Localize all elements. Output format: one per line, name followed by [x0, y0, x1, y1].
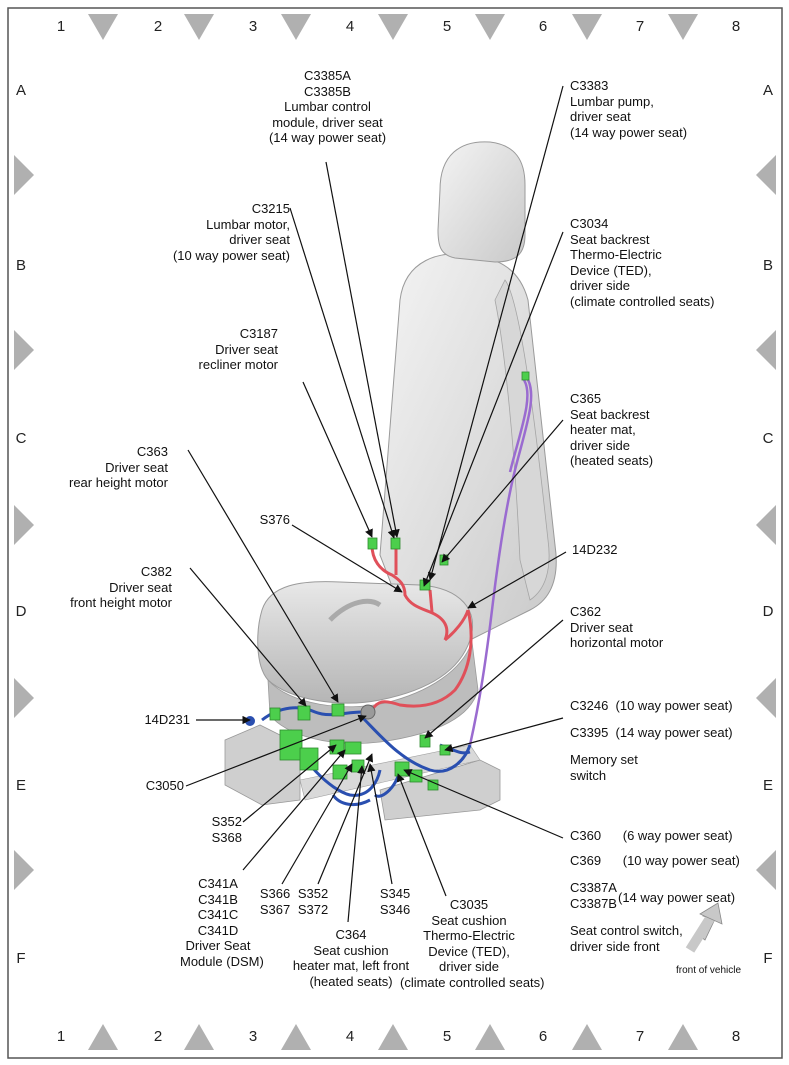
- label-c3387: C3387A C3387B: [570, 880, 617, 911]
- grid-col-bottom-8: 8: [731, 1028, 741, 1045]
- wire-harness-red: [370, 544, 473, 711]
- grid-row-right-e: E: [762, 777, 773, 794]
- grid-col-top-7: 7: [635, 18, 645, 35]
- grid-col-bottom-4: 4: [345, 1028, 355, 1045]
- top-grid-markers: [88, 14, 698, 40]
- label-s352-s368: S352 S368: [211, 814, 242, 845]
- label-c341-dsm: C341A C341B C341C C341D Driver Seat Modu…: [180, 876, 264, 969]
- connectors: [269, 371, 530, 791]
- grid-row-left-d: D: [15, 603, 27, 620]
- frame-border: [7, 7, 783, 1059]
- grid-col-bottom-2: 2: [153, 1028, 163, 1045]
- label-front-of-vehicle: front of vehicle: [676, 965, 742, 976]
- label-seat-control-switch: Seat control switch, driver side front: [570, 923, 683, 954]
- grid-col-top-2: 2: [153, 18, 163, 35]
- label-memory-set-switch: Memory set switch: [570, 752, 638, 783]
- left-grid-markers: [14, 155, 34, 890]
- grid-col-top-4: 4: [345, 18, 355, 35]
- bottom-grid-markers: [88, 1024, 698, 1050]
- grid-col-top-1: 1: [56, 18, 66, 35]
- connector-14d231: [245, 716, 255, 726]
- label-c369: C369 (10 way power seat): [570, 853, 740, 868]
- label-c3246: C3246 (10 way power seat): [570, 698, 733, 713]
- seat-headrest: [437, 141, 526, 263]
- grid-col-bottom-5: 5: [442, 1028, 452, 1045]
- label-c382: C382 Driver seat front height motor: [70, 564, 172, 610]
- grid-row-right-d: D: [762, 603, 774, 620]
- label-s366-s367: S366 S367: [259, 886, 291, 917]
- grid-col-bottom-3: 3: [248, 1028, 258, 1045]
- label-14d232: 14D232: [572, 542, 618, 557]
- label-c3035: C3035 Seat cushion Thermo-Electric Devic…: [400, 897, 545, 990]
- leader-lines: [185, 85, 567, 923]
- grid-row-left-c: C: [15, 430, 27, 447]
- grid-col-bottom-1: 1: [56, 1028, 66, 1045]
- grid-col-top-5: 5: [442, 18, 452, 35]
- label-c360: C360 (6 way power seat): [570, 828, 733, 843]
- label-c3034: C3034 Seat backrest Thermo-Electric Devi…: [570, 216, 715, 309]
- grid-col-top-3: 3: [248, 18, 258, 35]
- label-s352-s372: S352 S372: [297, 886, 329, 917]
- grid-col-top-6: 6: [538, 18, 548, 35]
- label-c3050: C3050: [145, 778, 184, 793]
- grid-row-left-f: F: [16, 950, 26, 967]
- label-c3215: C3215 Lumbar motor, driver seat (10 way …: [172, 201, 290, 263]
- grid-col-top-8: 8: [731, 18, 741, 35]
- grid-row-right-f: F: [763, 950, 773, 967]
- label-c3383: C3383 Lumbar pump, driver seat (14 way p…: [570, 78, 688, 140]
- label-c3385: C3385A C3385B Lumbar control module, dri…: [268, 68, 387, 145]
- label-14d231: 14D231: [144, 712, 190, 727]
- grid-row-left-b: B: [15, 257, 26, 274]
- right-grid-markers: [756, 155, 776, 890]
- grid-row-right-a: A: [762, 82, 773, 99]
- label-c364: C364 Seat cushion heater mat, left front…: [292, 927, 410, 989]
- grid-row-left-a: A: [15, 82, 26, 99]
- label-c3187: C3187 Driver seat recliner motor: [198, 326, 278, 372]
- grid-row-left-e: E: [15, 777, 26, 794]
- grid-col-bottom-7: 7: [635, 1028, 645, 1045]
- label-c362: C362 Driver seat horizontal motor: [570, 604, 664, 650]
- wire-harness-purple: [468, 377, 533, 746]
- grid-col-bottom-6: 6: [538, 1028, 548, 1045]
- grid-row-right-b: B: [762, 257, 773, 274]
- grid-row-right-c: C: [762, 430, 774, 447]
- label-s376: S376: [259, 512, 290, 527]
- label-c3387-note: (14 way power seat): [618, 890, 736, 905]
- label-c363: C363 Driver seat rear height motor: [69, 444, 168, 490]
- label-c3395: C3395 (14 way power seat): [570, 725, 733, 740]
- label-s345-s346: S345 S346: [379, 886, 411, 917]
- label-c365: C365 Seat backrest heater mat, driver si…: [570, 391, 654, 468]
